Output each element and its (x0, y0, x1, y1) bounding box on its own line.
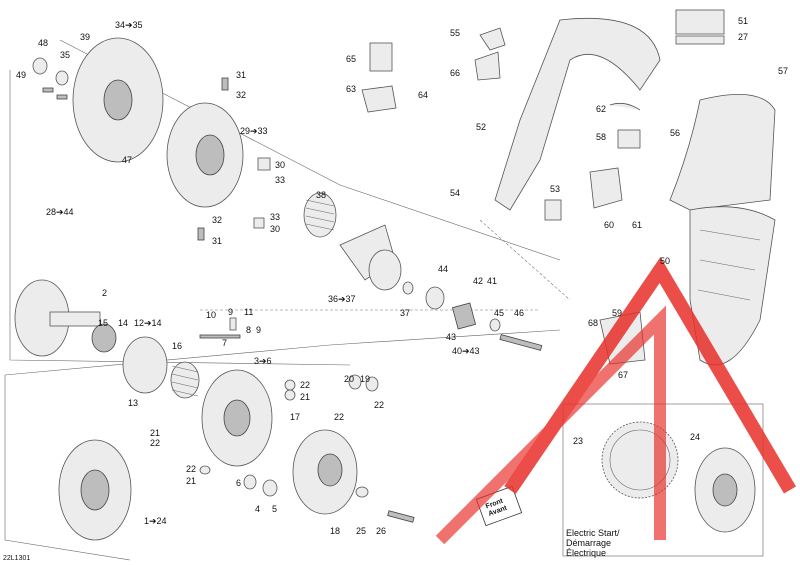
callout-p9b: 9 (256, 325, 262, 335)
callout-p54: 54 (450, 188, 461, 198)
callout-p20: 20 (344, 374, 355, 384)
watermark-logo (435, 256, 797, 545)
callout-p59: 59 (612, 308, 623, 318)
callout-p53: 53 (550, 184, 561, 194)
callout-p63: 63 (346, 84, 357, 94)
callout-p26: 26 (376, 526, 387, 536)
callout-p12_14: 12➔14 (134, 318, 162, 328)
callout-p25: 25 (356, 526, 367, 536)
callout-p38: 38 (316, 190, 327, 200)
callout-p33a: 33 (275, 175, 286, 185)
note-line-3: Électrique (566, 548, 607, 558)
callout-p3_6: 3➔6 (254, 356, 272, 366)
callout-p2: 2 (102, 288, 108, 298)
drive-pulley-assembly (32, 37, 543, 351)
callout-p48: 48 (38, 38, 49, 48)
note-line-2: Démarrage (566, 538, 612, 548)
driven-pulley-assembly (14, 279, 415, 541)
callout-p36_37: 36➔37 (328, 294, 356, 304)
callout-p65: 65 (346, 54, 357, 64)
callout-p61: 61 (632, 220, 643, 230)
callout-p57: 57 (778, 66, 789, 76)
callout-p32a: 32 (236, 90, 247, 100)
callout-p37: 37 (400, 308, 411, 318)
roller (257, 157, 271, 171)
callout-p14: 14 (118, 318, 129, 328)
callout-p15: 15 (98, 318, 109, 328)
callout-p30a: 30 (275, 160, 286, 170)
callout-p51: 51 (738, 16, 749, 26)
note-line-1: Electric Start/ (566, 528, 620, 538)
callout-p45: 45 (494, 308, 505, 318)
callout-p7: 7 (222, 338, 228, 348)
belt-guard-assembly (361, 9, 776, 366)
callout-p23: 23 (573, 436, 584, 446)
callout-p67: 67 (618, 370, 629, 380)
callout-p19: 19 (360, 374, 371, 384)
ring-gear (601, 421, 679, 499)
callout-p58: 58 (596, 132, 607, 142)
guard (494, 17, 661, 211)
callout-p47: 47 (122, 155, 133, 165)
cam (122, 336, 168, 394)
callout-p22a: 22 (300, 380, 311, 390)
callout-p4: 4 (255, 504, 261, 514)
callout-p34_35: 34➔35 (115, 20, 143, 30)
callout-p11: 11 (244, 307, 254, 317)
callout-p21c: 21 (186, 476, 197, 486)
callout-p9a: 9 (228, 307, 234, 317)
callout-p44: 44 (438, 264, 449, 274)
callout-p40_43: 40➔43 (452, 346, 480, 356)
callout-p66: 66 (450, 68, 461, 78)
callout-p60: 60 (604, 220, 615, 230)
callout-p22b: 22 (374, 400, 385, 410)
callout-p35a: 35 (60, 50, 71, 60)
callout-p30b: 30 (270, 224, 281, 234)
callout-p22d: 22 (150, 438, 161, 448)
callout-p31b: 31 (212, 236, 223, 246)
guard-cover (669, 94, 776, 211)
callout-p49: 49 (16, 70, 27, 80)
callout-p42: 42 (473, 276, 484, 286)
callout-p64: 64 (418, 90, 429, 100)
callout-p55: 55 (450, 28, 461, 38)
callout-p22c: 22 (334, 412, 345, 422)
callout-p13: 13 (128, 398, 139, 408)
callout-p46: 46 (514, 308, 525, 318)
callout-p56: 56 (670, 128, 681, 138)
callout-p62: 62 (596, 104, 607, 114)
callout-p31a: 31 (236, 70, 247, 80)
callout-p24: 24 (690, 432, 701, 442)
spring (303, 192, 337, 238)
callout-p21a: 21 (300, 392, 311, 402)
callout-p43: 43 (446, 332, 457, 342)
callout-p22e: 22 (186, 464, 197, 474)
callout-p50: 50 (660, 256, 671, 266)
callout-p21b: 21 (150, 428, 161, 438)
callout-p68: 68 (588, 318, 599, 328)
callout-p18: 18 (330, 526, 341, 536)
callout-p16: 16 (172, 341, 183, 351)
electric-start-note: Electric Start/ Démarrage Électrique (566, 528, 620, 558)
callout-p39: 39 (80, 32, 91, 42)
callout-p33b: 33 (270, 212, 281, 222)
callout-p29_33: 29➔33 (240, 126, 268, 136)
callout-p17: 17 (290, 412, 301, 422)
callout-p10: 10 (206, 310, 217, 320)
callout-p8: 8 (246, 325, 252, 335)
drawing-id: 22L1301 (3, 555, 31, 562)
callout-p52: 52 (476, 122, 487, 132)
callout-p28_44: 28➔44 (46, 207, 74, 217)
callout-p6: 6 (236, 478, 242, 488)
callout-p1_24: 1➔24 (144, 516, 167, 526)
callout-p41: 41 (487, 276, 498, 286)
callout-p5: 5 (272, 504, 278, 514)
callout-p27: 27 (738, 32, 749, 42)
callout-p32b: 32 (212, 215, 223, 225)
